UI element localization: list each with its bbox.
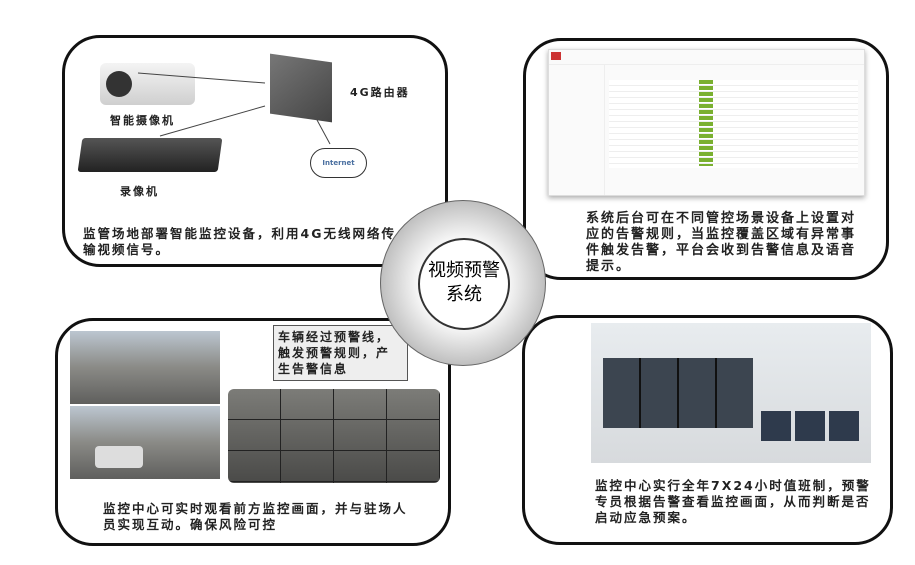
- alert-callout: 车辆经过预警线，触发预警规则，产生告警信息: [273, 325, 408, 381]
- router-label: 4G路由器: [350, 86, 410, 99]
- camera-label: 智能摄像机: [110, 114, 175, 127]
- camera-image: [100, 63, 195, 105]
- platform-panel: 系统后台可在不同管控场景设备上设置对应的告警规则，当监控覆盖区域有异常事件触发告…: [523, 38, 889, 280]
- camera-feed-after: [70, 406, 220, 479]
- network-description: 监管场地部署智能监控设备，利用4G无线网络传输视频信号。: [83, 226, 396, 257]
- camera-feed-before: [70, 331, 220, 404]
- video-wall-grid: [228, 389, 440, 483]
- center-title-line1: 视频预警: [428, 260, 500, 281]
- center-badge: 视频预警 系统: [418, 238, 510, 330]
- control-center-panel: 监控中心实行全年7X24小时值班制，预警专员根据告警查看监控画面，从而判断是否启…: [522, 315, 893, 545]
- monitor-description: 监控中心可实时观看前方监控画面，并与驻场人员实现互动。确保风险可控: [103, 501, 408, 532]
- connection-arrows: [137, 72, 331, 145]
- platform-screenshot: [548, 49, 865, 196]
- network-panel: 智能摄像机 4G路由器 录像机 Internet 监管场地部署智能监控设备，利用…: [62, 35, 448, 267]
- center-title-line2: 系统: [446, 284, 482, 305]
- nvr-label: 录像机: [120, 185, 159, 198]
- platform-description: 系统后台可在不同管控场景设备上设置对应的告警规则，当监控覆盖区域有异常事件触发告…: [586, 211, 857, 274]
- cloud-icon: Internet: [310, 148, 367, 178]
- monitor-panel: 车辆经过预警线，触发预警规则，产生告警信息 监控中心可实时观看前方监控画面，并与…: [55, 318, 451, 546]
- control-center-description: 监控中心实行全年7X24小时值班制，预警专员根据告警查看监控画面，从而判断是否启…: [595, 478, 871, 525]
- control-room-photo: [591, 323, 871, 463]
